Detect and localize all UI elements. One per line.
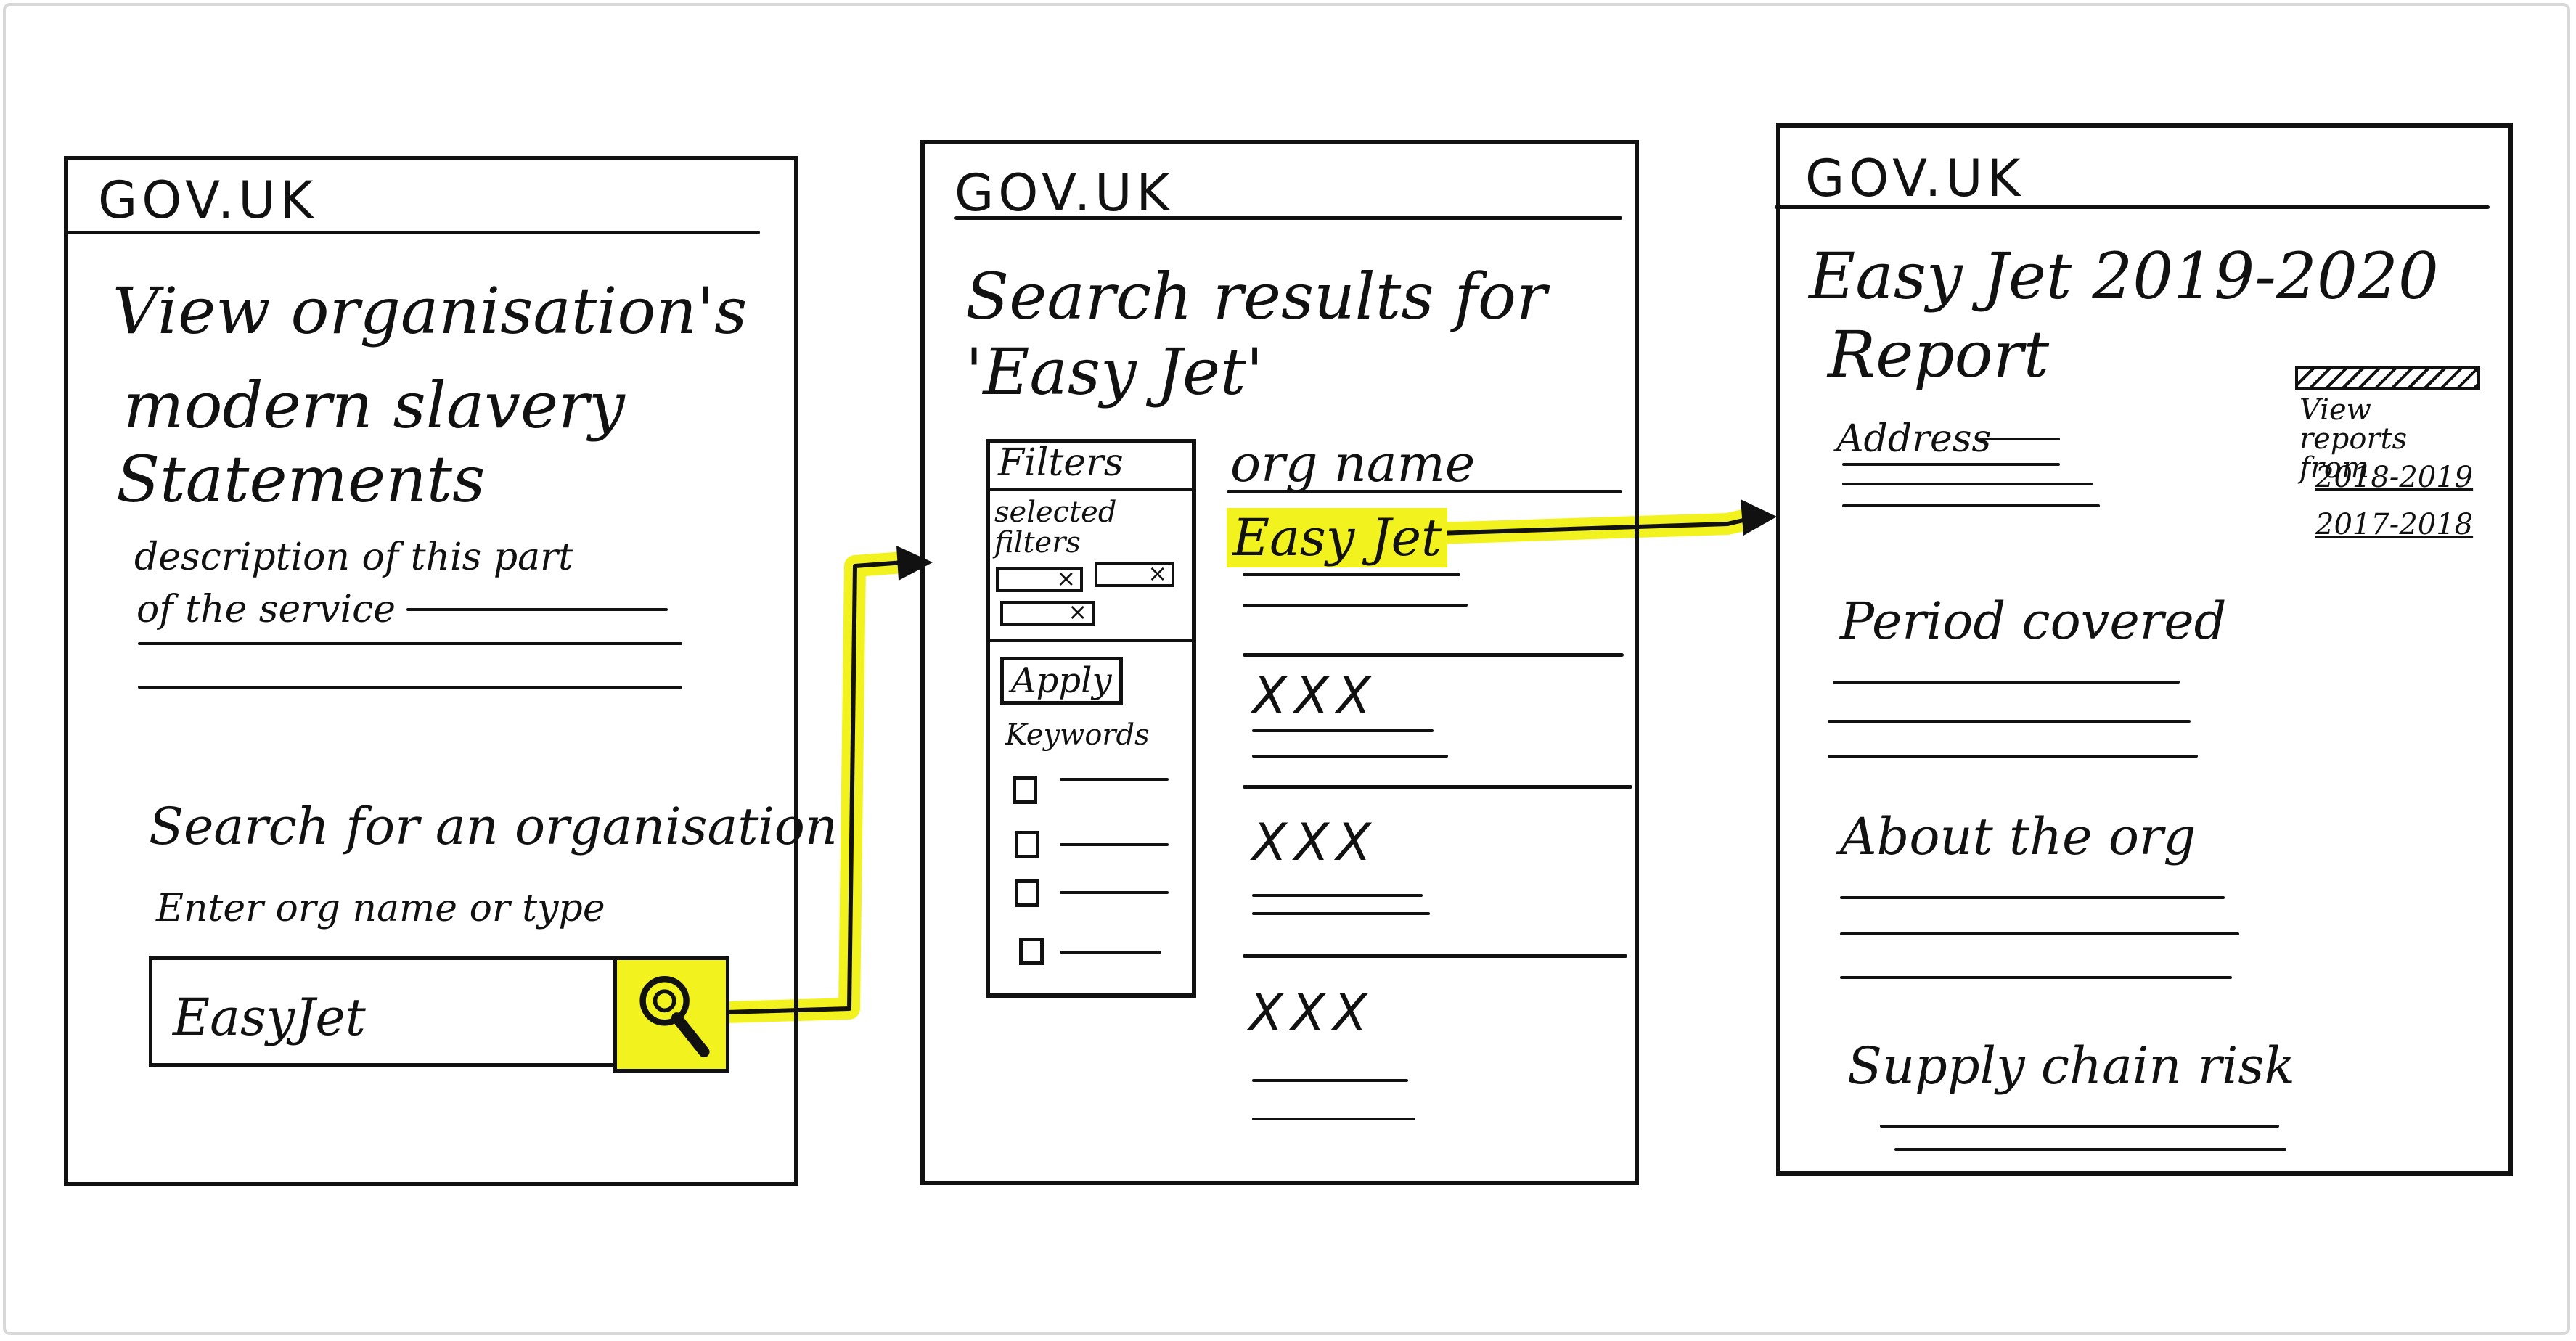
filters-panel — [986, 439, 1196, 998]
result-easyjet-label: Easy Jet — [1227, 508, 1448, 567]
filter-chip-3[interactable]: × — [1000, 598, 1095, 626]
address-line2 — [1842, 463, 2060, 466]
about-line3 — [1840, 976, 2232, 979]
about-line1 — [1840, 896, 2225, 899]
screen1-desc-line1 — [406, 608, 668, 611]
report-link-2017-2018[interactable]: 2017-2018 — [2315, 508, 2474, 541]
screen1-title-line2: modern slavery — [123, 368, 625, 443]
filters-mid-divider — [986, 639, 1196, 642]
close-icon[interactable]: × — [1056, 565, 1076, 592]
period-line1 — [1833, 681, 2180, 684]
screen2-title-line1: Search results for — [965, 259, 1547, 334]
keyword-line-3 — [1060, 891, 1169, 894]
supply-line1 — [1880, 1125, 2279, 1128]
selected-filters-label: selected filters — [994, 496, 1117, 559]
magnifier-icon — [639, 976, 710, 1058]
other-reports-header — [2295, 366, 2480, 390]
address-line1 — [1980, 438, 2060, 440]
about-line2 — [1840, 932, 2239, 935]
address-line3 — [1842, 483, 2093, 485]
section-about-org: About the org — [1840, 807, 2196, 866]
result-easyjet-link[interactable]: Easy Jet — [1227, 508, 1448, 567]
screen1-description: description of this part — [134, 536, 573, 579]
result-divider-2 — [1243, 785, 1632, 789]
result4-line2 — [1252, 1118, 1415, 1120]
filter-chip-2[interactable]: × — [1095, 559, 1174, 587]
filters-heading: Filters — [998, 441, 1124, 485]
report-link-2018-2019[interactable]: 2018-2019 — [2315, 461, 2474, 494]
supply-line2 — [1894, 1148, 2286, 1151]
result3-placeholder[interactable]: XXX — [1252, 813, 1378, 872]
search-button[interactable] — [613, 956, 729, 1073]
filters-heading-divider — [986, 488, 1196, 491]
screen3-header-divider — [1775, 205, 2490, 209]
apply-button[interactable]: Apply — [1000, 657, 1123, 705]
section-period-covered: Period covered — [1840, 591, 2227, 651]
screen1-brand[interactable]: GOV.UK — [98, 171, 318, 230]
keyword-checkbox-2[interactable] — [1015, 831, 1039, 858]
screen1-search-hint: Enter org name or type — [156, 887, 605, 930]
keyword-checkbox-4[interactable] — [1019, 938, 1044, 965]
keyword-line-2 — [1060, 843, 1169, 846]
search-input-value: EasyJet — [173, 988, 366, 1047]
screen1-header-divider — [67, 231, 760, 234]
keyword-line-4 — [1060, 951, 1161, 954]
screen3-brand[interactable]: GOV.UK — [1805, 149, 2025, 208]
sheet-border — [3, 3, 2570, 1335]
result4-line1 — [1252, 1079, 1408, 1082]
view-reports-label: View reports from — [2299, 393, 2408, 485]
screen1-title-line1: View organisation's — [113, 274, 748, 348]
screen2-brand[interactable]: GOV.UK — [954, 163, 1174, 223]
screen1-description-2: of the service — [136, 588, 396, 631]
keywords-label: Keywords — [1005, 718, 1150, 752]
screen3-frame — [1776, 123, 2513, 1176]
result2-placeholder[interactable]: XXX — [1252, 666, 1378, 726]
keyword-checkbox-1[interactable] — [1013, 776, 1037, 804]
screen1-search-heading: Search for an organisation — [149, 797, 838, 856]
report-title-line1: Easy Jet 2019-2020 — [1809, 239, 2439, 313]
address-label: Address — [1836, 417, 1992, 461]
screen2-header-divider — [954, 216, 1622, 220]
report-title-line2: Report — [1828, 317, 2050, 392]
results-heading-divider — [1227, 490, 1622, 493]
address-line4 — [1842, 504, 2100, 507]
result1-line1 — [1243, 573, 1460, 576]
result3-line2 — [1252, 912, 1430, 915]
result2-line2 — [1252, 755, 1448, 758]
result4-placeholder[interactable]: XXX — [1248, 983, 1375, 1043]
period-line2 — [1828, 720, 2191, 723]
result-divider-3 — [1243, 954, 1627, 958]
result1-line2 — [1243, 604, 1468, 607]
filter-chip-1[interactable]: × — [996, 565, 1083, 592]
screen2-title-line2: 'Easy Jet' — [965, 335, 1264, 409]
screen1-title-line3: Statements — [116, 442, 486, 517]
keyword-line-1 — [1060, 778, 1169, 781]
period-line3 — [1828, 755, 2198, 758]
screen1-desc-line3 — [138, 686, 682, 689]
screen1-frame — [64, 156, 798, 1186]
screen1-desc-line2 — [138, 642, 682, 645]
close-icon[interactable]: × — [1068, 598, 1087, 626]
keyword-checkbox-3[interactable] — [1015, 879, 1039, 907]
result2-line1 — [1252, 729, 1434, 732]
search-input[interactable]: EasyJet — [149, 956, 621, 1067]
results-column-heading: org name — [1230, 434, 1476, 493]
section-supply-chain-risk: Supply chain risk — [1847, 1036, 2295, 1096]
screen2-frame — [920, 140, 1639, 1185]
close-icon[interactable]: × — [1148, 559, 1167, 587]
result3-line1 — [1252, 894, 1423, 897]
result-divider-1 — [1243, 653, 1624, 657]
